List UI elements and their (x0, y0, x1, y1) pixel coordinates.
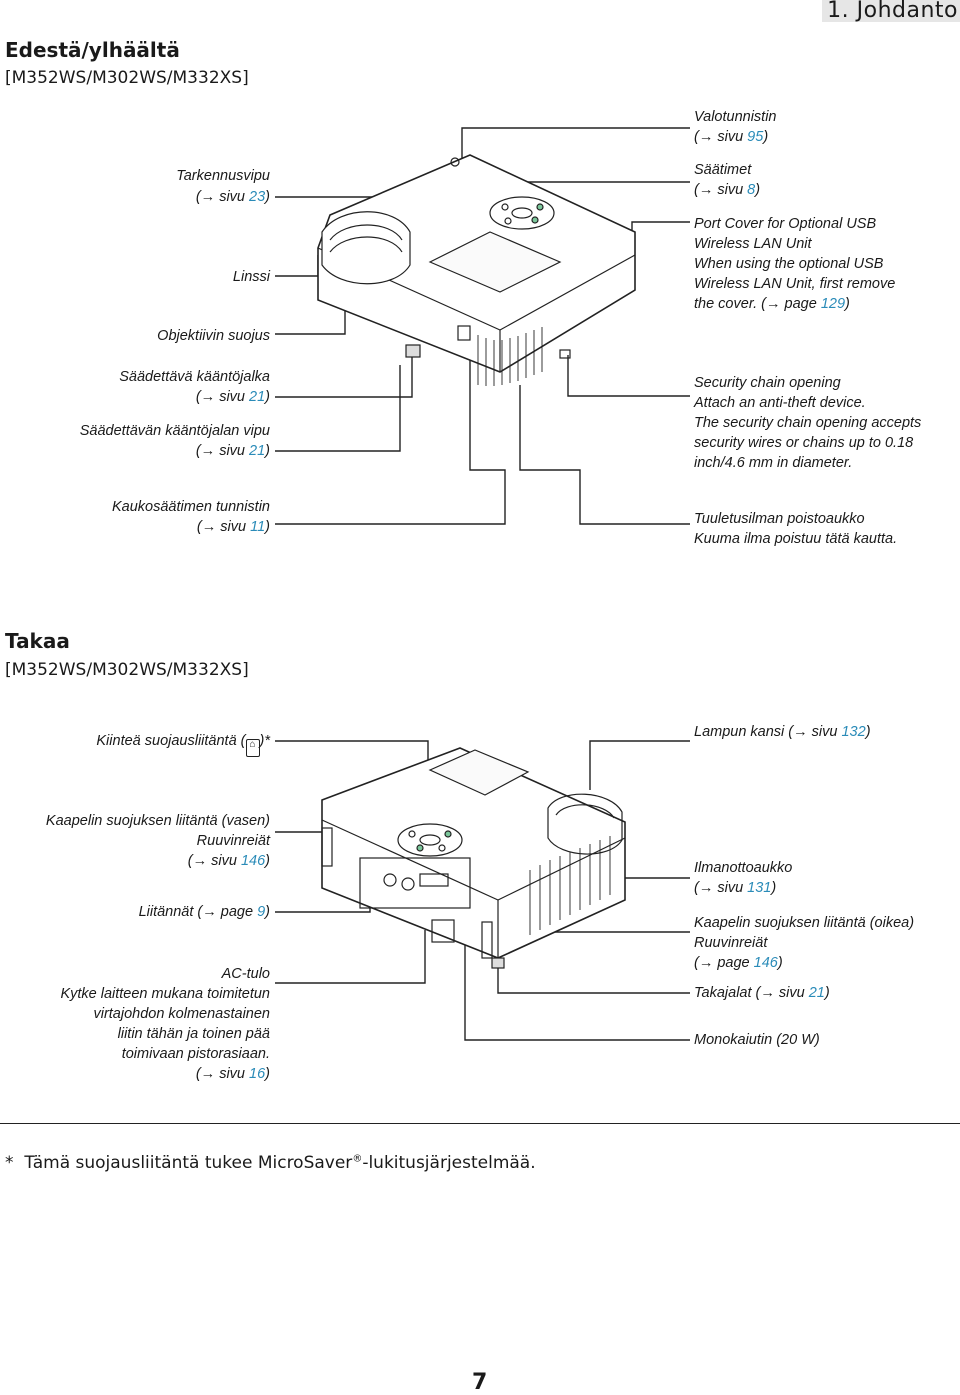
label-exhaust-1: Tuuletusilman poistoaukko (694, 511, 865, 527)
front-section-title: Edestä/ylhäältä (5, 38, 180, 62)
label-tilt-foot: Säädettävä kääntöjalka (119, 369, 270, 385)
label-security-slot: Kiinteä suojausliitäntä (⌂)* (96, 731, 270, 757)
label-remote-sensor: Kaukosäätimen tunnistin (112, 499, 270, 515)
label-ac-in: AC-tulo (221, 966, 270, 982)
ref-tilt-lever: (→ sivu 21) (195, 443, 270, 459)
label-rear-feet: Takajalat (→ sivu 21) (694, 985, 830, 1001)
rear-models: [M352WS/M302WS/M332XS] (5, 660, 249, 680)
label-security-5: inch/4.6 mm in diameter. (694, 455, 853, 471)
label-port-cover-1: Port Cover for Optional USB (694, 216, 877, 232)
label-ac-2: virtajohdon kolmenastainen (93, 1006, 270, 1022)
label-focus-lever: Tarkennusvipu (176, 168, 270, 184)
ref-tilt-foot: (→ sivu 21) (195, 389, 270, 405)
rear-section-title: Takaa (5, 629, 70, 653)
footnote-divider (0, 1123, 960, 1124)
label-cable-cover-right: Kaapelin suojuksen liitäntä (oikea) (694, 915, 915, 931)
ref-ac: (→ sivu 16) (195, 1066, 270, 1082)
label-ac-1: Kytke laitteen mukana toimitetun (60, 986, 270, 1002)
label-screw-holes-right: Ruuvinreiät (694, 935, 768, 951)
label-controls: Säätimet (694, 162, 752, 178)
label-security-2: Attach an anti-theft device. (694, 395, 866, 411)
label-exhaust-2: Kuuma ilma poistuu tätä kautta. (694, 531, 898, 547)
label-speaker: Monokaiutin (20 W) (694, 1032, 820, 1048)
label-screw-holes-left: Ruuvinreiät (196, 833, 270, 849)
label-port-cover-4: Wireless LAN Unit, first remove (694, 276, 896, 292)
ref-screw-holes-right: (→ page 146) (694, 955, 783, 971)
label-light-sensor: Valotunnistin (694, 109, 777, 125)
label-security-4: security wires or chains up to 0.18 (694, 435, 914, 451)
ref-controls: (→ sivu 8) (694, 182, 761, 198)
chapter-header: 1. Johdanto (822, 0, 960, 22)
label-ac-4: toimivaan pistorasiaan. (121, 1046, 270, 1062)
label-ports: Liitännät (→ page 9) (138, 904, 270, 920)
ref-screw-holes-left: (→ sivu 146) (187, 853, 270, 869)
footnote: * Tämä suojausliitäntä tukee MicroSaver®… (5, 1153, 536, 1173)
ref-intake: (→ sivu 131) (694, 880, 777, 896)
label-lamp-cover: Lampun kansi (→ sivu 132) (694, 724, 871, 740)
ref-light-sensor: (→ sivu 95) (694, 129, 769, 145)
label-security-1: Security chain opening (694, 375, 841, 391)
ref-focus-lever: (→ sivu 23) (195, 189, 270, 205)
kensington-lock-icon: ⌂ (245, 739, 260, 757)
label-tilt-lever: Säädettävän kääntöjalan vipu (79, 423, 270, 439)
label-port-cover-2: Wireless LAN Unit (694, 236, 812, 252)
page-number: 7 (472, 1370, 488, 1395)
label-cable-cover-left: Kaapelin suojuksen liitäntä (vasen) (45, 813, 270, 829)
front-models: [M352WS/M302WS/M332XS] (5, 68, 249, 88)
label-port-cover-5: the cover. (→ page 129) (694, 296, 850, 312)
ref-remote-sensor: (→ sivu 11) (196, 519, 270, 535)
label-port-cover-3: When using the optional USB (694, 256, 884, 272)
label-lens: Linssi (232, 269, 270, 285)
label-intake: Ilmanottoaukko (694, 860, 793, 876)
label-lens-cap: Objektiivin suojus (157, 328, 270, 344)
label-security-3: The security chain opening accepts (694, 415, 922, 431)
label-ac-3: liitin tähän ja toinen pää (117, 1026, 270, 1042)
